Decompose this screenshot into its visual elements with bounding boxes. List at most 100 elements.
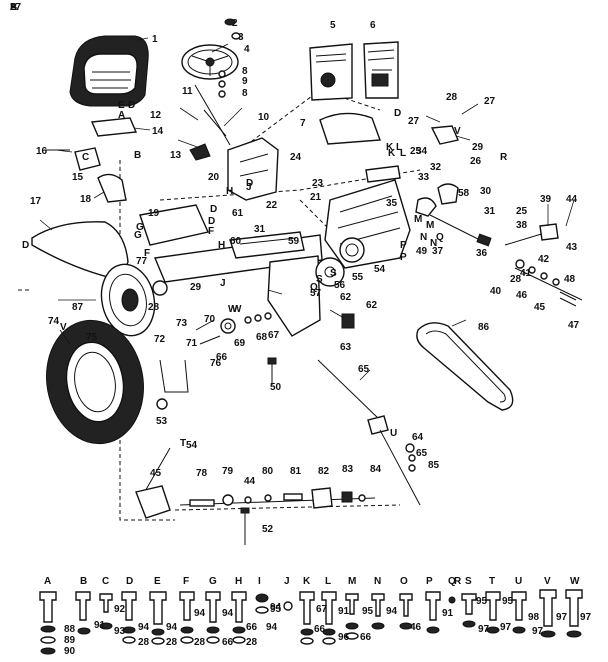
letter-callout: N	[430, 238, 437, 249]
part-number-label: 27	[408, 116, 420, 127]
part-number-label: 79	[222, 466, 234, 477]
hardware-number: 95	[270, 604, 282, 615]
part-number-label: 59	[288, 236, 300, 247]
hardware-number: 46	[410, 622, 422, 633]
letter-callout: U	[390, 428, 397, 439]
part-number-label: 31	[484, 206, 496, 217]
main-frame-part	[139, 204, 323, 337]
part-number-label: 63	[340, 342, 352, 353]
drive-belt-part	[416, 322, 514, 411]
hardware-number: 97	[556, 612, 568, 623]
part-number-label: 65	[358, 364, 370, 375]
hardware-letter: H	[235, 576, 242, 587]
lift-lever-part	[135, 447, 376, 545]
brake-linkage-part	[504, 223, 583, 307]
part-number-label: 10	[258, 112, 270, 123]
hardware-number: 95	[502, 596, 514, 607]
part-number-label: 27	[484, 96, 496, 107]
part-number-label: 64	[412, 432, 424, 443]
hardware-number: 94	[270, 602, 282, 613]
letter-callout: B	[10, 2, 17, 13]
hardware-letter: C	[102, 576, 109, 587]
part-number-label: 24	[290, 152, 302, 163]
letter-callout: L	[400, 148, 406, 159]
hardware-number: 94	[222, 608, 234, 619]
hardware-letter: B	[80, 576, 87, 587]
letter-callout: K	[388, 148, 396, 159]
part-number-label: 28	[510, 274, 522, 285]
part-number-label: 47	[568, 320, 580, 331]
letter-callout: Q	[310, 282, 318, 293]
part-number-label: 38	[516, 220, 528, 231]
hardware-number: 94	[166, 622, 178, 633]
part-number-label: 25	[516, 206, 528, 217]
hardware-letter: G	[209, 576, 217, 587]
letter-callout: T	[180, 438, 186, 449]
part-number-label: 19	[148, 208, 160, 219]
brake-rod-part	[156, 357, 421, 506]
part-number-label: 8	[242, 88, 248, 99]
part-number-label: 87	[72, 302, 84, 313]
part-number-label: 60	[230, 236, 242, 247]
hardware-number: 89	[64, 635, 76, 646]
part-number-label: 55	[352, 272, 364, 283]
hardware-letter: Q	[448, 576, 456, 587]
part-number-label: 81	[290, 466, 302, 477]
part-number-label: 53	[156, 416, 168, 427]
fender-part	[31, 221, 129, 281]
seat-bracket-part	[45, 117, 138, 203]
hardware-number: 90	[64, 646, 76, 657]
letter-callout: D	[210, 204, 217, 215]
part-number-label: 27	[10, 2, 22, 13]
hardware-number: 28	[246, 637, 258, 648]
hardware-number: 66	[222, 637, 234, 648]
hardware-letter: U	[515, 576, 522, 587]
part-number-label: 80	[262, 466, 274, 477]
hardware-letter: I	[258, 576, 261, 587]
letter-callout: D	[22, 240, 29, 251]
hardware-number: 95	[362, 606, 374, 617]
letter-callout: C	[82, 152, 89, 163]
part-number-label: 22	[266, 200, 278, 211]
part-number-label: 34	[416, 146, 428, 157]
part-number-label: 18	[80, 194, 92, 205]
part-number-label: 78	[196, 468, 208, 479]
rear-tire-part	[46, 319, 144, 445]
part-number-label: 62	[366, 300, 378, 311]
hardware-number: 97	[580, 612, 592, 623]
part-number-label: 71	[186, 338, 198, 349]
part-number-label: 54	[186, 440, 198, 451]
letter-callout: L	[396, 142, 402, 153]
letter-callout: V	[454, 126, 461, 137]
letter-callout: H	[218, 240, 225, 251]
part-number-label: 41	[520, 268, 532, 279]
letter-callout: A	[118, 110, 125, 121]
shift-linkage-part	[365, 125, 492, 247]
part-number-label: 70	[204, 314, 216, 325]
transaxle-part	[315, 179, 411, 287]
part-number-label: 39	[540, 194, 552, 205]
part-number-label: 73	[176, 318, 188, 329]
hardware-letter: M	[348, 576, 356, 587]
part-number-label: 7	[300, 118, 306, 129]
part-number-label: 45	[150, 468, 162, 479]
part-number-label: 26	[470, 156, 482, 167]
part-number-label: 1	[152, 34, 158, 45]
part-number-label: 6	[370, 20, 376, 31]
letter-callout: D	[128, 100, 135, 111]
letter-callout: P	[400, 252, 407, 263]
letter-callout: M	[426, 220, 434, 231]
hardware-number: 94	[194, 608, 206, 619]
part-number-label: 31	[254, 224, 266, 235]
letter-callout: R	[500, 152, 508, 163]
letter-callout: S	[316, 274, 323, 285]
letter-callout: J	[220, 278, 226, 289]
hardware-letter: W	[570, 576, 580, 587]
hardware-letter: P	[426, 576, 433, 587]
seat-part	[69, 35, 149, 107]
hardware-number: 96	[338, 632, 350, 643]
part-number-label: 44	[244, 476, 256, 487]
hardware-number: 66	[314, 624, 326, 635]
hardware-number: 66	[360, 632, 372, 643]
